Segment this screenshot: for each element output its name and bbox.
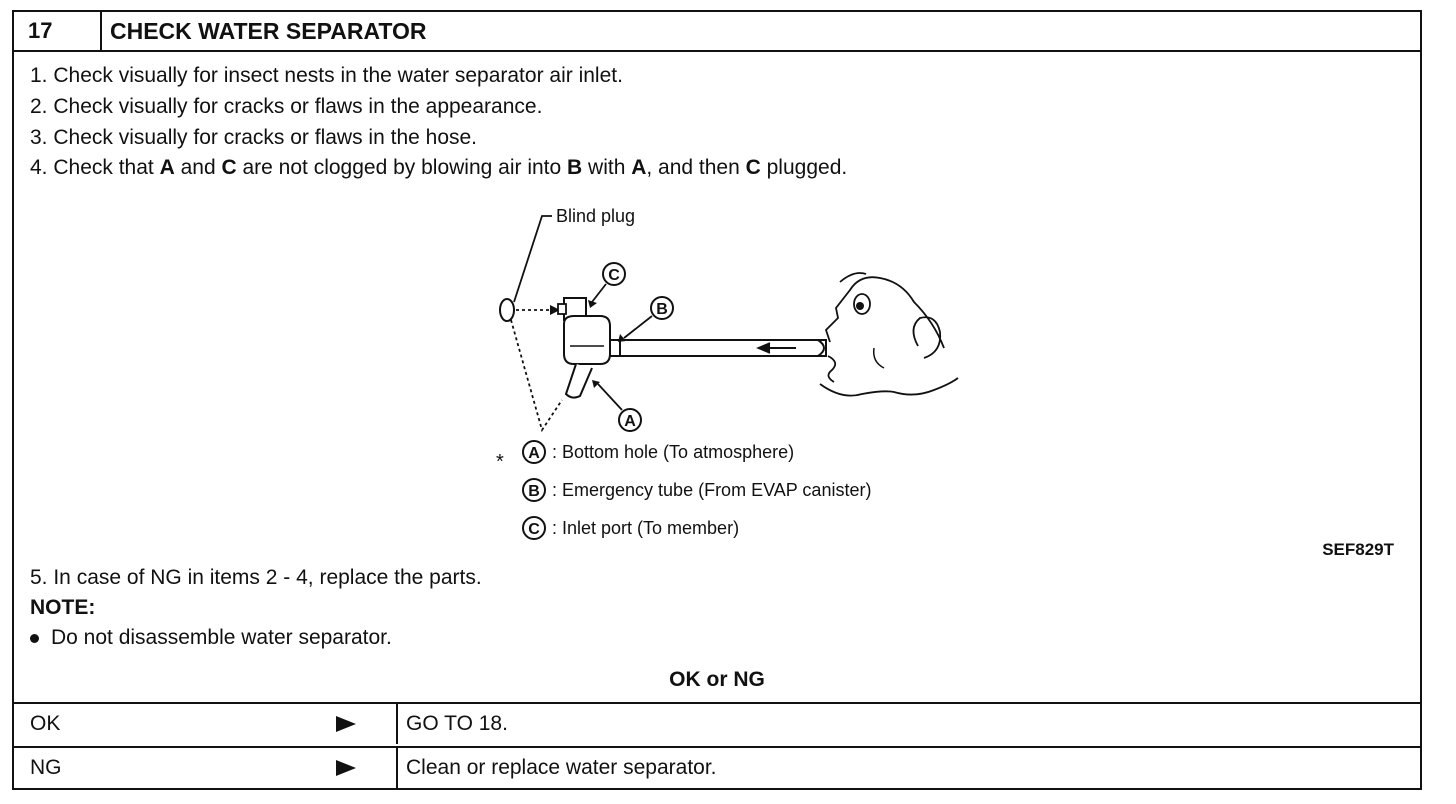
legend-a-letter: A [528,445,540,462]
marker-c-leader [591,283,607,303]
step-header: 17 CHECK WATER SEPARATOR [14,12,1420,52]
step-item-4: 4. Check that A and C are not clogged by… [30,156,847,180]
result-label: NG [30,756,62,779]
marker-b-circle [650,296,674,320]
marker-c-circle [602,262,626,286]
tube-end [817,339,825,357]
step-4-letter-a: A [159,156,175,179]
face-cheek [872,347,885,369]
marker-a-arrow [592,380,600,388]
blind-plug-label: Blind plug [556,206,635,226]
step-item-2: 2. Check visually for cracks or flaws in… [30,95,543,118]
note-bullet-text: Do not disassemble water separator. [51,626,392,649]
legend-a-text: : Bottom hole (To atmosphere) [552,442,794,462]
marker-b-arrow [618,334,626,342]
column-divider [396,704,398,744]
tube-fitting [609,339,621,357]
face-jaw [819,377,959,397]
result-row-ng: NG Clean or replace water separator. [14,746,1420,788]
water-separator-diagram: Blind plug C [496,206,959,540]
step-item-3: 3. Check visually for cracks or flaws in… [30,126,478,149]
step-4-text-4: with [582,156,632,179]
legend-c-text: : Inlet port (To member) [552,518,739,538]
play-arrow-icon [336,760,356,776]
result-action: Clean or replace water separator. [406,756,717,779]
face-mouth [827,355,837,383]
step-item-1: 1. Check visually for insect nests in th… [30,64,623,87]
legend-b-text: : Emergency tube (From EVAP canister) [552,480,871,500]
face-profile [824,276,945,349]
procedure-sheet: 17 CHECK WATER SEPARATOR 1. Check visual… [12,10,1422,790]
marker-a-leader [597,383,623,411]
play-arrow-icon [336,716,356,732]
blind-plug-leader [513,215,552,303]
step-4-letter-c-2: C [745,156,761,179]
legend-c-letter: C [528,521,540,538]
step-4-text-5: , and then [646,156,746,179]
note-heading: NOTE: [30,596,96,619]
step-4-letter-b: B [567,156,583,179]
legend-b-letter: B [528,483,540,500]
marker-b-leader [623,315,653,339]
legend-a-circle [522,440,546,464]
marker-b-letter: B [656,301,668,318]
face-pupil [856,302,864,310]
step-4-letter-a-2: A [631,156,647,179]
result-label: OK [30,712,61,735]
result-row-ok: OK GO TO 18. [14,702,1420,744]
legend-b-circle [522,478,546,502]
step-4-letter-c: C [221,156,237,179]
marker-c-arrow [588,300,597,308]
step-title: CHECK WATER SEPARATOR [110,18,427,44]
column-divider [396,748,398,788]
bullet-dot-icon [30,633,39,643]
blind-plug-shape [499,298,515,322]
plug-path-bottom [510,319,563,433]
marker-a-letter: A [624,413,636,430]
separator-body [563,315,611,365]
ok-or-ng-heading: OK or NG [669,668,765,691]
legend-c-circle [522,516,546,540]
legend-asterisk: * [496,451,504,473]
step-4-text-2: and [174,156,222,179]
step-4-text-1: 4. Check that [30,156,160,179]
note-bullet: Do not disassemble water separator. [30,626,392,650]
face-brow [839,272,867,283]
flow-arrow-head [756,342,771,354]
face-ear [912,316,942,359]
emergency-tube [619,339,827,357]
step-item-5: 5. In case of NG in items 2 - 4, replace… [30,566,482,589]
result-action: GO TO 18. [406,712,508,735]
inlet-port-tip [557,303,567,315]
marker-c-letter: C [608,267,620,284]
figure-code: SEF829T [1322,540,1394,559]
step-4-text-6: plugged. [760,156,848,179]
marker-a-circle [618,408,642,432]
plug-path-arrow [550,305,560,315]
step-4-text-3: are not clogged by blowing air into [236,156,568,179]
step-number: 17 [14,12,102,50]
bottom-hole-nozzle [564,363,593,399]
